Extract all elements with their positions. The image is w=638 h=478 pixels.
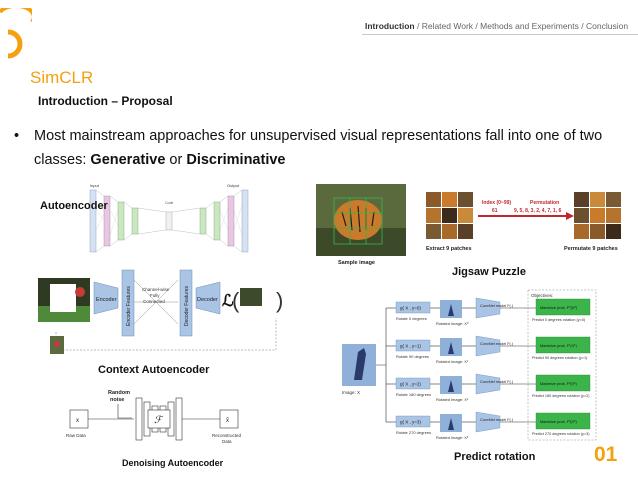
index-label: Index (0~99) <box>482 200 511 206</box>
rotation-g-label: g( X , y=0) <box>400 306 421 311</box>
bullet-marker: • <box>14 128 20 144</box>
autoencoder-code-label: Code <box>165 201 173 205</box>
fully-label: Fully <box>150 293 160 298</box>
nav-separator: / <box>581 21 586 31</box>
bullet-generative: Generative <box>90 152 166 168</box>
context-autoencoder-label: Context Autoencoder <box>98 364 210 376</box>
predict-rotation-label: Predict rotation <box>454 451 536 463</box>
nav-item-methods[interactable]: Methods and Experiments <box>480 21 579 31</box>
predict-label: Predict 180 degrees rotation (y=2) <box>532 394 590 398</box>
autoencoder-output-label: Output <box>227 183 240 188</box>
predict-label: Predict 0 degrees rotation (y=0) <box>532 318 586 322</box>
encoder-features-label: Encoder Features <box>126 286 132 326</box>
slide-subtitle: Introduction – Proposal <box>38 94 173 108</box>
rotated-image-label: Rotated image: X⁰ <box>436 321 469 326</box>
rotated-image-label: Rotated image: X² <box>436 397 469 402</box>
denoising-autoencoder-diagram: Random noise x Raw Data ℱ x̂ Reconstruct… <box>66 390 242 444</box>
loss-symbol: ℒ <box>222 293 234 310</box>
convnet-label: ConvNet model F(.) <box>480 380 514 384</box>
rotation-g-label: g( X , y=3) <box>400 420 421 425</box>
channel-wise-label: Channel-wise <box>142 287 170 292</box>
bullet-or: or <box>165 152 187 168</box>
permutate-patches-label: Permutate 9 patches <box>564 246 618 252</box>
objective-label: Maximize prob. F³(X³) <box>540 420 577 424</box>
decoder-label: Decoder <box>197 297 218 303</box>
function-f-label: ℱ <box>154 415 164 426</box>
rotation-rotate-label: Rotate 270 degrees <box>396 430 431 435</box>
predict-label: Predict 90 degrees rotation (y=1) <box>532 356 588 360</box>
reconstructed-label-1: Reconstructed <box>212 433 242 438</box>
raw-data-label: Raw Data <box>66 433 86 438</box>
objective-label: Maximize prob. F¹(X¹) <box>540 344 577 348</box>
convnet-shape <box>475 297 501 319</box>
breadcrumb-nav: Introduction / Related Work / Methods an… <box>365 21 628 31</box>
decoder-features-label: Decoder Features <box>184 285 190 326</box>
reconstructed-label-2: Data <box>222 439 232 444</box>
rotation-rotate-label: Rotate 90 degrees <box>396 354 429 359</box>
autoencoder-input-label: Input <box>90 183 100 188</box>
connected-label: Connected <box>143 299 165 304</box>
svg-text:): ) <box>276 288 283 313</box>
convnet-label: ConvNet model F(.) <box>480 418 514 422</box>
convnet-label: ConvNet model F(.) <box>480 304 514 308</box>
objective-box <box>535 374 591 392</box>
nav-item-conclusion[interactable]: Conclusion <box>586 21 629 31</box>
rotation-g-box <box>395 339 431 352</box>
objective-box <box>535 412 591 430</box>
nav-separator: / <box>416 21 422 31</box>
nav-item-introduction[interactable]: Introduction <box>365 21 415 31</box>
permutation-label: Permutation <box>530 200 559 206</box>
convnet-label: ConvNet model F(.) <box>480 342 514 346</box>
rotated-bird <box>448 304 454 316</box>
jigsaw-puzzle-label: Jigsaw Puzzle <box>452 266 526 278</box>
input-x-label: x <box>76 418 79 424</box>
extract-patches-label: Extract 9 patches <box>426 246 472 252</box>
rotation-rotate-label: Rotate 180 degrees <box>396 392 431 397</box>
objective-label: Maximize prob. F²(X²) <box>540 382 577 386</box>
convnet-shape <box>475 335 501 357</box>
rotation-g-box <box>395 415 431 428</box>
slide-title: SimCLR <box>30 68 94 87</box>
rotation-g-label: g( X , y=1) <box>400 344 421 349</box>
rotated-image-label: Rotated image: X¹ <box>436 359 469 364</box>
nav-item-related-work[interactable]: Related Work <box>421 21 474 31</box>
objective-label: Maximize prob. F⁰(X⁰) <box>540 306 578 310</box>
objective-box <box>535 298 591 316</box>
objectives-label: Objectives: <box>531 293 553 298</box>
output-xhat-label: x̂ <box>226 418 229 424</box>
rotated-bird <box>448 418 454 430</box>
context-autoencoder-diagram: Encoder Encoder Features Channel-wise Fu… <box>38 269 283 354</box>
page-number: 01 <box>594 443 618 466</box>
rotated-bird <box>448 380 454 392</box>
svg-text:(: ( <box>232 288 240 313</box>
predict-label: Predict 270 degrees rotation (y=3) <box>532 432 590 436</box>
header-divider <box>362 34 638 35</box>
rotated-bird <box>448 342 454 354</box>
rotation-rotate-label: Rotate 0 degrees <box>396 316 427 321</box>
rotation-g-box <box>395 377 431 390</box>
autoencoder-label: Autoencoder <box>40 200 108 212</box>
rotation-g-label: g( X , y=2) <box>400 382 421 387</box>
jigsaw-puzzle-diagram: Sample image Extract 9 patches Index (0~… <box>316 184 621 266</box>
nav-separator: / <box>475 21 481 31</box>
autoencoder-diagram: Input Output Code <box>89 183 249 253</box>
permutation-value: 9, 5, 8, 3, 2, 4, 7, 1, 6 <box>514 208 561 214</box>
rotation-g-box <box>395 301 431 314</box>
bullet-text: Most mainstream approaches for unsupervi… <box>34 124 614 172</box>
random-noise-label-1: Random <box>108 390 130 396</box>
bullet-text-main: Most mainstream approaches for unsupervi… <box>34 128 603 168</box>
denoising-autoencoder-label: Denoising Autoencoder <box>122 458 224 468</box>
encoder-label: Encoder <box>96 297 117 303</box>
logo-icon <box>0 8 32 60</box>
rotated-image-label: Rotated image: X³ <box>436 435 469 440</box>
index-value: 61 <box>492 208 498 214</box>
convnet-shape <box>475 411 501 433</box>
rotation-input-label: Image: X <box>342 390 360 395</box>
objective-box <box>535 336 591 354</box>
bullet-discriminative: Discriminative <box>186 152 286 168</box>
sample-image-label: Sample image <box>338 260 375 266</box>
convnet-shape <box>475 373 501 395</box>
predict-rotation-diagram: Image: X Objectives: g( X , y=0) Rotate 0… <box>342 289 597 441</box>
random-noise-label-2: noise <box>110 397 124 403</box>
